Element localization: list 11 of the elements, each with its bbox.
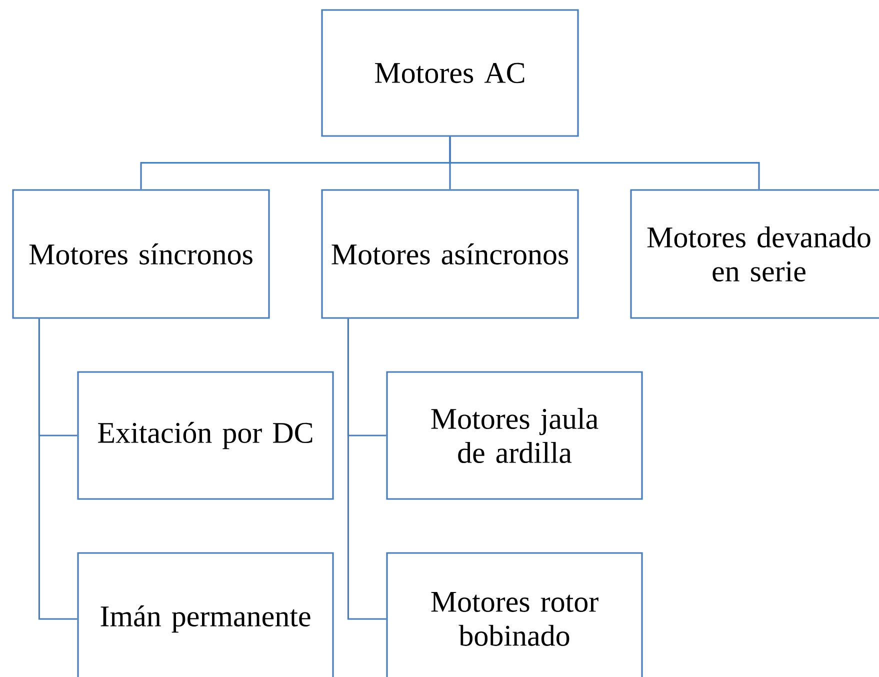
category-box: Motores AC	[321, 9, 579, 137]
category-box: Exitación por DC	[77, 371, 334, 500]
category-box: Motores jaula de ardilla	[386, 371, 643, 500]
category-box: Imán permanente	[77, 552, 334, 677]
category-box: Motores rotor bobinado	[386, 552, 643, 677]
category-box: Motores síncronos	[12, 189, 270, 319]
connector-line	[347, 318, 386, 620]
connector-line	[449, 136, 760, 190]
category-box: Motores devanado en serie	[630, 189, 879, 319]
category-box: Motores asíncronos	[321, 189, 579, 319]
connector-line	[38, 318, 78, 620]
